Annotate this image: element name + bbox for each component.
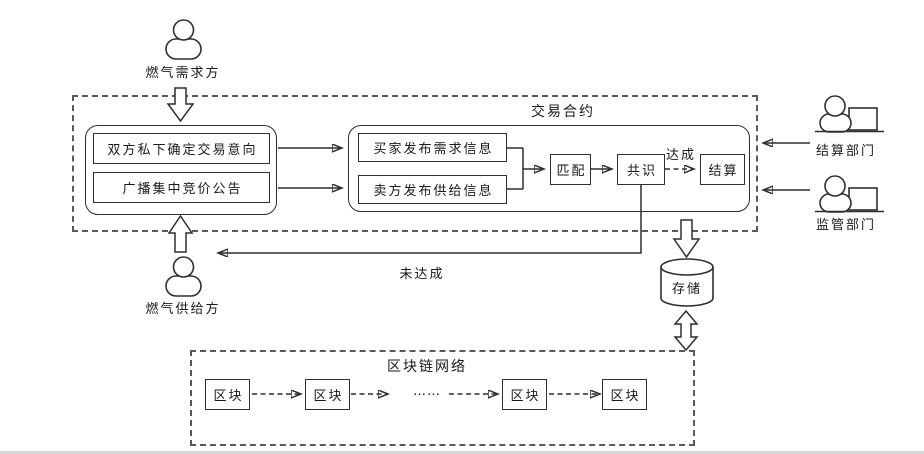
step-private-intent: 双方私下确定交易意向 <box>93 133 270 164</box>
person-laptop-icon-regulator <box>815 175 884 213</box>
person-laptop-icon-settlement <box>815 95 884 133</box>
actor-label-regulator-dept: 监管部门 <box>815 218 876 233</box>
block-node-2: 区块 <box>305 379 350 410</box>
page-bottom-divider <box>0 451 924 454</box>
contract-title: 交易合约 <box>531 104 595 120</box>
step-consensus: 共识 <box>617 154 665 185</box>
person-icon-supply <box>165 256 202 297</box>
trading-contract-boundary <box>72 95 758 232</box>
block-arrow-double-storage-chain-icon <box>673 309 699 352</box>
step-seller-supply-info: 卖方发布供给信息 <box>358 175 507 204</box>
blockchain-network-boundary <box>190 350 695 446</box>
database-cylinder-icon <box>660 258 714 307</box>
blockchain-network-title: 区块链网络 <box>387 359 467 375</box>
publish-merge-connector <box>507 147 524 190</box>
actor-label-gas-supply: 燃气供给方 <box>145 302 221 317</box>
chain-ellipsis: …… <box>413 384 441 399</box>
block-node-3: 区块 <box>502 379 547 410</box>
actor-label-settlement-dept: 结算部门 <box>815 144 876 159</box>
step-buyer-demand-info: 买家发布需求信息 <box>358 133 507 162</box>
block-arrow-down-demand-icon <box>166 87 195 123</box>
block-arrow-down-storage-icon <box>672 219 701 259</box>
block-node-4: 区块 <box>602 379 647 410</box>
step-match: 匹配 <box>550 154 591 185</box>
reached-label: 达成 <box>665 148 696 163</box>
not-reached-connector <box>219 185 642 253</box>
block-arrow-up-supply-icon <box>167 214 194 253</box>
step-settlement: 结算 <box>700 154 745 185</box>
actor-label-gas-demand: 燃气需求方 <box>145 66 221 81</box>
step-broadcast-bidding: 广播集中竞价公告 <box>93 172 270 203</box>
not-reached-label: 未达成 <box>399 267 445 282</box>
storage-label: 存储 <box>671 282 702 297</box>
person-icon-demand <box>165 19 202 60</box>
block-node-1: 区块 <box>205 379 250 410</box>
